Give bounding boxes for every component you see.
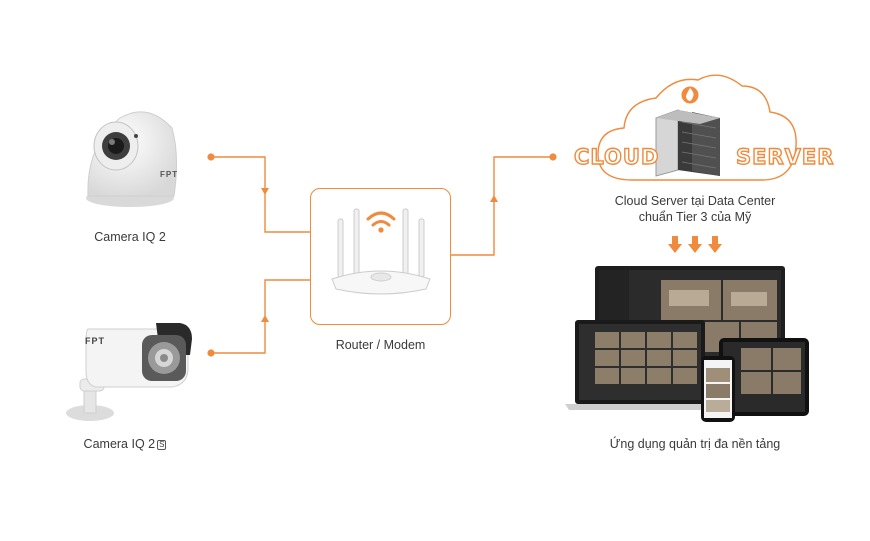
camera-iq2-label: Camera IQ 2 (94, 230, 166, 244)
server-word: SERVER (736, 145, 834, 169)
flame-icon (681, 86, 699, 104)
wifi-icon (366, 211, 396, 227)
apps-label: Ứng dụng quản trị đa nền tảng (609, 437, 781, 451)
router-image (331, 208, 431, 295)
router-label: Router / Modem (335, 338, 426, 352)
arrow-up-icon (261, 315, 269, 322)
dome-camera-brand: FPT (160, 170, 179, 179)
cloud-server-image: CLOUD SERVER (573, 74, 834, 181)
router-box (310, 188, 451, 325)
connector-camera2-router (211, 279, 310, 354)
connector-router-cloud (451, 156, 553, 256)
arrow-down-icon (688, 236, 702, 253)
arrow-down-icon (261, 188, 269, 195)
dome-camera-image (86, 111, 178, 207)
arrow-up-icon (490, 195, 498, 202)
bullet-camera-image (66, 323, 192, 421)
arrow-down-icon (668, 236, 682, 253)
connector-dot (207, 153, 215, 161)
down-arrows (668, 236, 722, 253)
camera-iq2s-badge: S (157, 440, 167, 450)
cloud-word: CLOUD (574, 145, 659, 169)
bullet-camera-brand: FPT (85, 336, 105, 346)
arrow-down-icon (708, 236, 722, 253)
connector-dot (207, 349, 215, 357)
cloud-caption-line2: chuẩn Tier 3 của Mỹ (638, 210, 752, 224)
cloud-caption-line1: Cloud Server tại Data Center (614, 194, 776, 208)
connector-camera1-router (211, 156, 310, 233)
camera-iq2s-text: Camera IQ 2 (83, 437, 156, 451)
connector-dot (549, 153, 557, 161)
multi-device-image (565, 266, 809, 422)
server-racks-icon (655, 109, 720, 177)
